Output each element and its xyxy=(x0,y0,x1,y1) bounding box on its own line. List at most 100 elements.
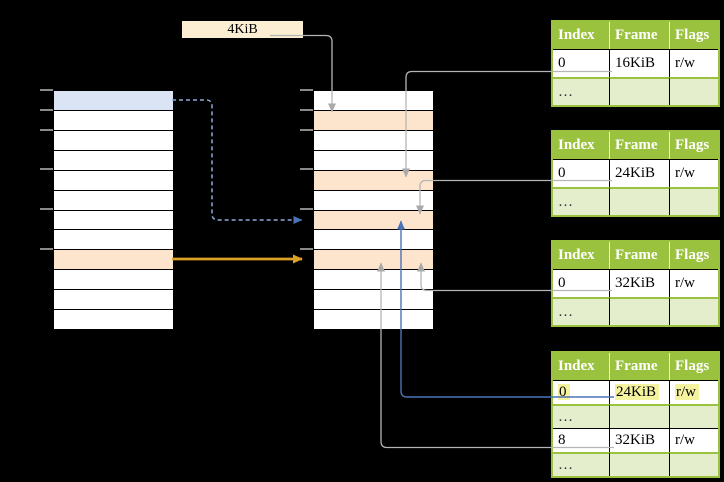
physical-memory-array xyxy=(313,90,434,330)
virtual-memory-array xyxy=(53,90,174,330)
memory-row-white xyxy=(314,190,433,211)
table-cell: 24KiB xyxy=(610,380,670,404)
table-cell xyxy=(610,297,670,325)
highlighted-value: 24KiB xyxy=(615,384,660,400)
column-header-index: Index xyxy=(553,353,610,380)
column-header-index: Index xyxy=(553,242,610,269)
table-cell: 8 xyxy=(553,428,610,452)
column-header-frame: Frame xyxy=(610,242,670,269)
table-cell xyxy=(670,452,718,476)
memory-row-white xyxy=(54,290,173,311)
memory-row-white xyxy=(314,150,433,171)
table-cell: … xyxy=(553,404,610,428)
tick-mark xyxy=(40,247,53,250)
memory-row-white xyxy=(54,110,173,131)
page-table-2-ellipsis-row: … xyxy=(553,187,718,215)
column-header-frame: Frame xyxy=(610,22,670,49)
page-table-3-ellipsis-row: … xyxy=(553,297,718,325)
column-header-flags: Flags xyxy=(670,22,718,49)
column-header-index: Index xyxy=(553,132,610,159)
tick-mark xyxy=(40,128,53,131)
tick-mark xyxy=(300,168,313,171)
tick-mark xyxy=(40,89,53,91)
table-cell: … xyxy=(553,187,610,215)
memory-row-white xyxy=(314,130,433,151)
column-header-frame: Frame xyxy=(610,132,670,159)
memory-row-orange xyxy=(314,110,433,131)
memory-row-white xyxy=(54,170,173,191)
table-cell: … xyxy=(553,77,610,105)
memory-row-white xyxy=(314,270,433,291)
table-cell: 32KiB xyxy=(610,428,670,452)
table-cell: 16KiB xyxy=(610,49,670,77)
column-header-index: Index xyxy=(553,22,610,49)
memory-row-white xyxy=(54,190,173,211)
tick-mark xyxy=(300,208,313,210)
table-cell: 0 xyxy=(553,159,610,187)
table-cell xyxy=(610,187,670,215)
table-cell: … xyxy=(553,297,610,325)
tick-mark xyxy=(300,128,313,131)
table-cell: r/w xyxy=(670,380,718,404)
page-table-4-entry-row: 0 24KiB r/w xyxy=(553,380,718,404)
page-size-label: 4KiB xyxy=(182,21,303,38)
table-cell xyxy=(670,187,718,215)
column-header-flags: Flags xyxy=(670,132,718,159)
memory-row-blue xyxy=(54,91,173,111)
memory-row-orange xyxy=(54,250,173,271)
highlighted-value: r/w xyxy=(675,384,699,400)
table-cell xyxy=(610,77,670,105)
table-cell: r/w xyxy=(670,159,718,187)
column-header-frame: Frame xyxy=(610,353,670,380)
tick-mark xyxy=(40,168,53,171)
memory-row-white xyxy=(54,210,173,231)
tick-mark xyxy=(300,247,313,250)
memory-row-white xyxy=(54,230,173,251)
table-cell: 24KiB xyxy=(610,159,670,187)
arrow-virtual-page-to-frame-dashed xyxy=(172,99,303,224)
table-cell: 0 xyxy=(553,269,610,297)
table-cell: r/w xyxy=(670,428,718,452)
page-table-1-ellipsis-row: … xyxy=(553,77,718,105)
table-cell xyxy=(610,404,670,428)
table-cell: 0 xyxy=(553,49,610,77)
table-cell: … xyxy=(553,452,610,476)
memory-row-orange xyxy=(314,250,433,271)
table-cell: 32KiB xyxy=(610,269,670,297)
memory-row-white xyxy=(54,310,173,330)
memory-row-white xyxy=(314,290,433,311)
memory-row-white xyxy=(314,230,433,251)
table-cell: 0 xyxy=(553,380,610,404)
tick-mark xyxy=(40,108,53,111)
table-cell xyxy=(670,404,718,428)
highlighted-value: 0 xyxy=(558,384,570,400)
tick-mark xyxy=(300,108,313,111)
column-header-flags: Flags xyxy=(670,242,718,269)
page-table-4-ellipsis-row: … xyxy=(553,452,718,476)
memory-row-white xyxy=(54,270,173,291)
memory-row-white xyxy=(314,310,433,330)
memory-row-orange xyxy=(314,210,433,231)
table-cell xyxy=(670,297,718,325)
table-cell: r/w xyxy=(670,269,718,297)
memory-row-white xyxy=(314,91,433,111)
table-cell: r/w xyxy=(670,49,718,77)
tick-mark xyxy=(40,208,53,210)
memory-row-white xyxy=(54,130,173,151)
table-cell xyxy=(670,77,718,105)
table-cell xyxy=(610,452,670,476)
